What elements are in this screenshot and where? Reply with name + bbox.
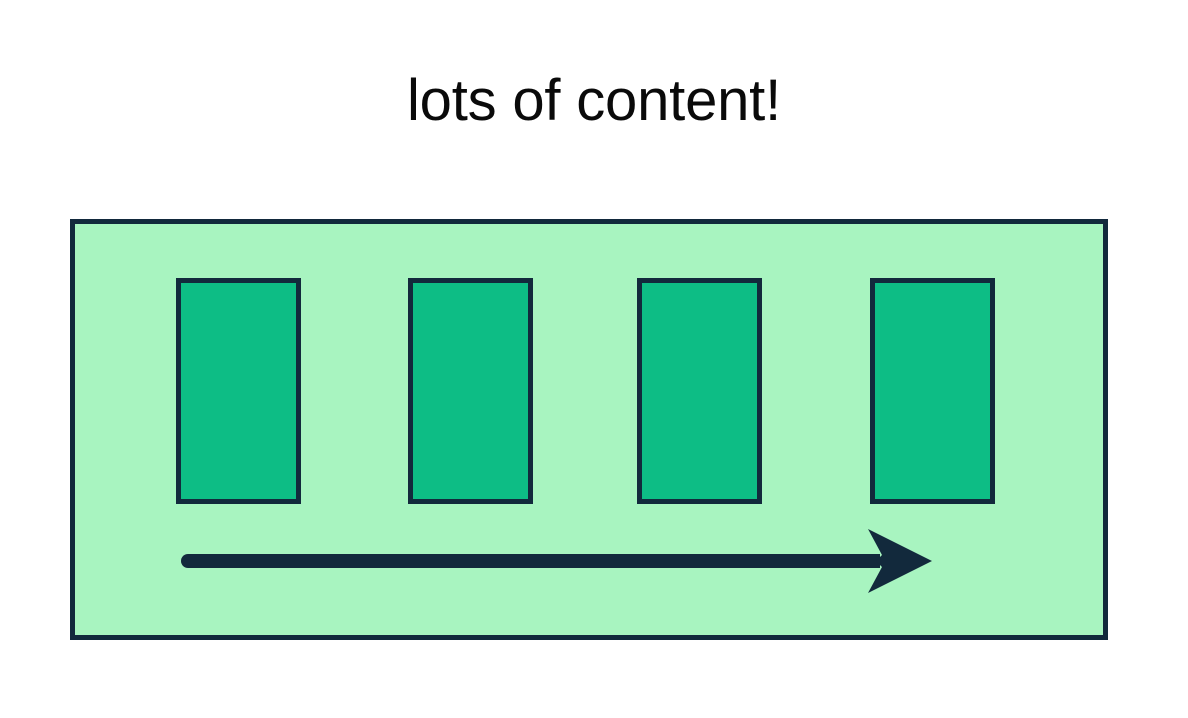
- scroll-direction-arrow-icon: [180, 529, 940, 593]
- content-card[interactable]: [408, 278, 533, 504]
- content-card[interactable]: [637, 278, 762, 504]
- content-card[interactable]: [176, 278, 301, 504]
- scrollable-content-container[interactable]: [70, 219, 1108, 640]
- page-title: lots of content!: [406, 68, 782, 133]
- content-card[interactable]: [870, 278, 995, 504]
